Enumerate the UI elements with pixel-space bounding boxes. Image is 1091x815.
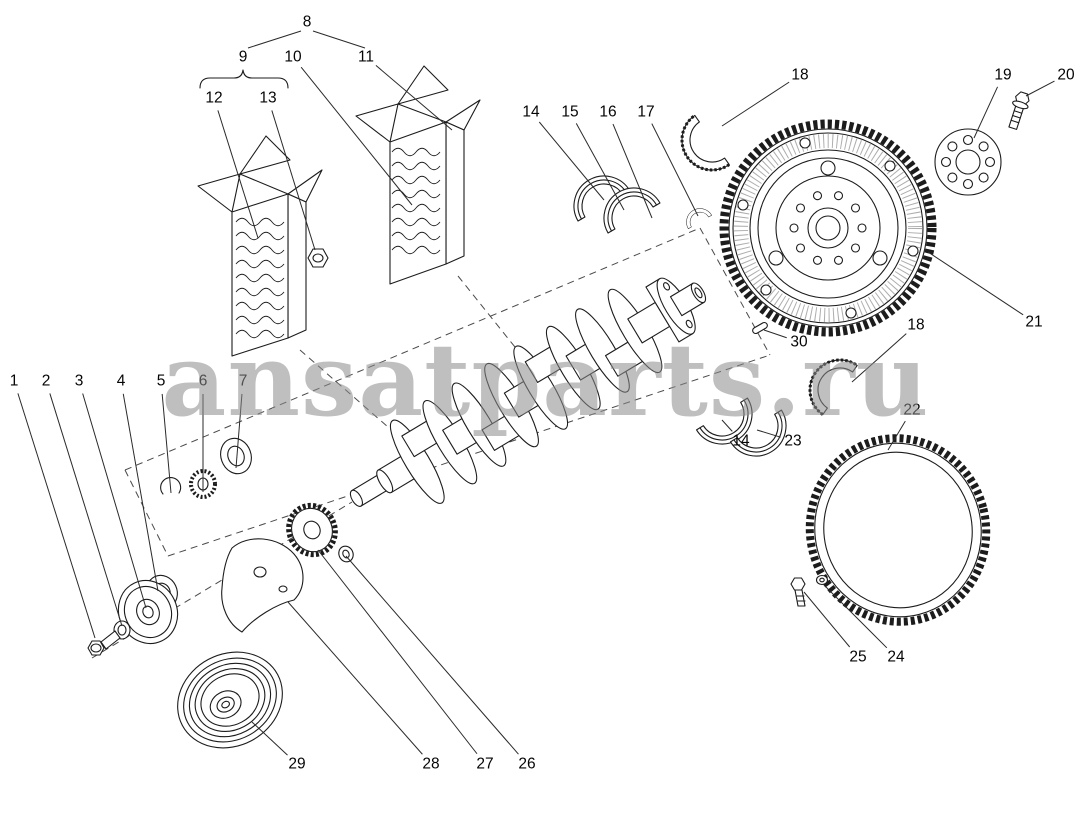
timing-gear	[286, 502, 338, 558]
lock-washer	[815, 574, 829, 586]
callout-label: 19	[994, 67, 1011, 84]
leader-line	[651, 123, 699, 217]
leader-line	[122, 393, 159, 592]
callout-label: 21	[1025, 314, 1042, 331]
leader-line	[235, 393, 243, 469]
callout-label: 14	[522, 104, 540, 121]
leader-line	[575, 123, 625, 211]
leader-line	[375, 65, 453, 131]
callout-label: 18	[907, 317, 924, 334]
callout-label: 13	[259, 90, 276, 107]
plain-ring	[220, 437, 252, 475]
callout-label: 25	[849, 649, 866, 666]
callout-label: 1	[10, 373, 19, 390]
callout-label: 23	[784, 433, 801, 450]
leader-line	[287, 601, 423, 755]
grooved-pulley	[177, 651, 283, 749]
crankshaft	[349, 277, 707, 507]
callout-label: 14	[732, 433, 750, 450]
flywheel-bolt	[1008, 91, 1030, 130]
leader-line	[763, 329, 787, 339]
leader-line	[803, 591, 851, 648]
spacer-ring	[338, 545, 354, 563]
callout-label: 8	[303, 14, 312, 31]
callout-label: 16	[599, 104, 616, 121]
callout-label: 2	[42, 373, 51, 390]
leader-line	[271, 110, 316, 251]
ring-gear	[805, 434, 991, 626]
callout-label: 26	[518, 756, 535, 773]
damper-pulley	[117, 579, 179, 645]
thrust-washer-upper	[680, 114, 731, 172]
leader-line	[721, 419, 733, 432]
hex-nut	[307, 248, 329, 268]
leader-line	[161, 393, 172, 494]
counterweight	[221, 538, 304, 633]
leader-line	[317, 549, 478, 755]
callout-label: 4	[117, 373, 126, 390]
bearing-shells-lower	[696, 397, 787, 457]
callout-label: 6	[199, 373, 208, 390]
pulley-bolt	[87, 630, 121, 656]
callout-label: 7	[239, 373, 248, 390]
leader-line	[612, 123, 653, 219]
callout-label: 17	[637, 104, 654, 121]
callout-label: 28	[422, 756, 439, 773]
leader-line	[721, 81, 790, 127]
leader-line	[49, 393, 123, 627]
callout-label: 30	[790, 334, 808, 351]
callout-label: 15	[561, 104, 578, 121]
callout-label: 9	[239, 49, 248, 66]
leader-line	[345, 555, 519, 755]
leader-line	[851, 333, 907, 383]
leader-line	[756, 429, 781, 438]
woodruff-key	[752, 321, 768, 335]
callout-label: 24	[887, 649, 905, 666]
washer-plate	[934, 128, 1002, 196]
leader-line	[82, 393, 147, 609]
packaging-box-right	[355, 65, 481, 285]
callout-label: 29	[288, 756, 305, 773]
callout-brackets	[199, 30, 366, 89]
leader-line	[1025, 80, 1055, 97]
callout-label: 18	[791, 67, 808, 84]
callout-label: 11	[358, 49, 374, 66]
leader-line	[927, 251, 1024, 316]
leader-line	[538, 121, 605, 201]
callout-label: 12	[205, 90, 222, 107]
leader-line	[823, 584, 888, 649]
flywheel	[719, 119, 937, 337]
packaging-box-left	[197, 135, 323, 357]
callout-label: 10	[284, 49, 302, 66]
callout-label: 3	[75, 373, 84, 390]
callout-label: 5	[157, 373, 166, 390]
callout-label: 27	[476, 756, 493, 773]
callout-label: 20	[1057, 67, 1075, 84]
leader-line	[217, 110, 259, 239]
ring-gear-bolt	[790, 577, 806, 607]
callout-label: 22	[903, 402, 920, 419]
leader-line	[17, 393, 96, 639]
leader-line	[887, 420, 906, 451]
leader-line	[973, 86, 999, 139]
leader-line	[251, 721, 288, 756]
thrust-washer-lower	[808, 358, 859, 416]
leader-line	[300, 66, 413, 206]
